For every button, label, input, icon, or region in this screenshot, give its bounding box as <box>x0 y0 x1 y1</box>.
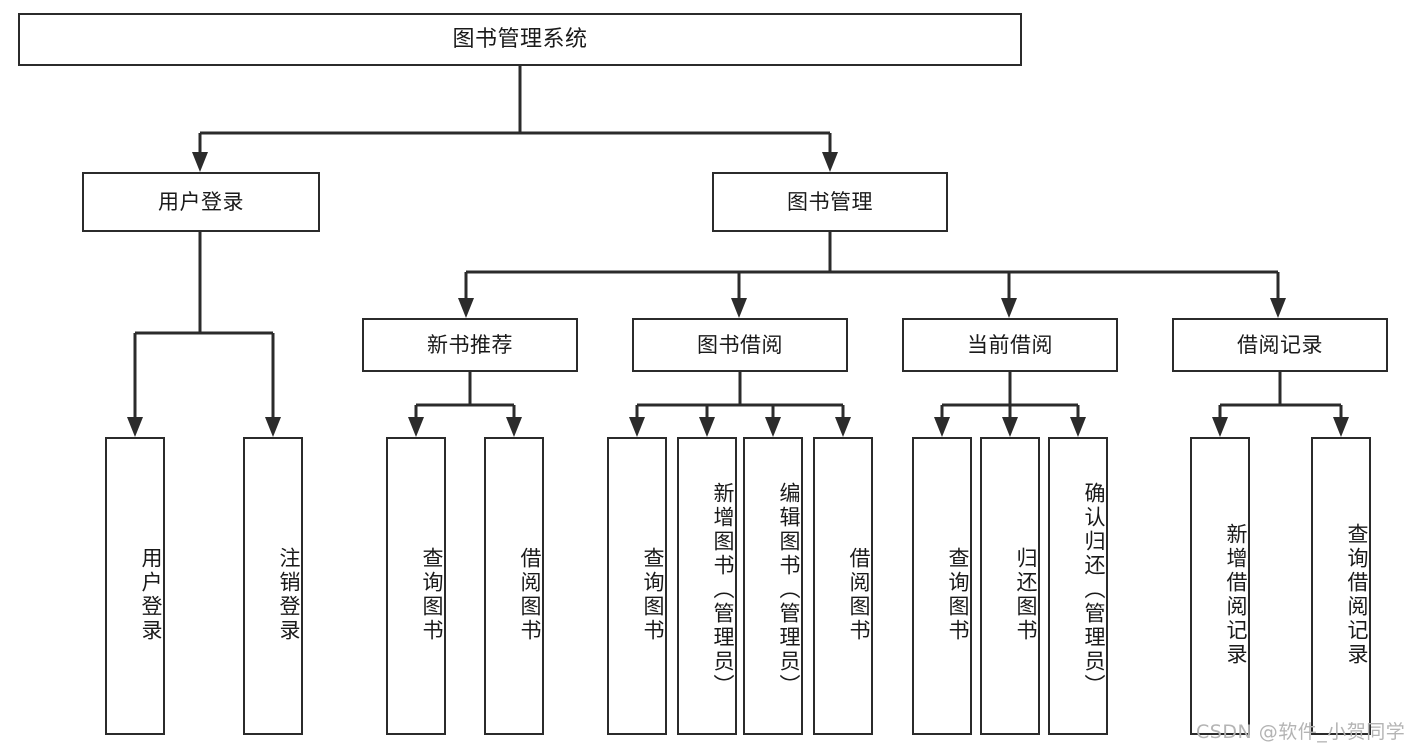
node-user-login: 用户登录 <box>82 172 320 232</box>
node-leaf-cur-query-book: 查询图书 <box>912 437 972 735</box>
arrowhead-icon <box>629 417 645 437</box>
arrowhead-icon <box>458 298 474 318</box>
node-leaf-borrow-query-book: 查询图书 <box>607 437 667 735</box>
arrowhead-icon <box>127 417 143 437</box>
arrowhead-icon <box>1212 417 1228 437</box>
node-label: 图书管理 <box>787 189 873 214</box>
node-label: 用户登录 <box>158 189 244 214</box>
node-label: 查询图书 <box>641 547 665 643</box>
node-label: 新增图书（管理员） <box>711 482 735 698</box>
node-label: 查询图书 <box>946 547 970 643</box>
arrowhead-icon <box>934 417 950 437</box>
node-leaf-borrow-borrow-book: 借阅图书 <box>813 437 873 735</box>
node-leaf-cur-return-book: 归还图书 <box>980 437 1040 735</box>
arrowhead-icon <box>731 298 747 318</box>
node-label: 查询图书 <box>420 547 444 643</box>
node-label: 查询借阅记录 <box>1345 523 1369 667</box>
node-label: 用户登录 <box>139 547 163 643</box>
arrowhead-icon <box>1001 298 1017 318</box>
node-leaf-borrow-add-book: 新增图书（管理员） <box>677 437 737 735</box>
node-leaf-rec-add-record: 新增借阅记录 <box>1190 437 1250 735</box>
node-leaf-borrow-edit-book: 编辑图书（管理员） <box>743 437 803 735</box>
node-label: 注销登录 <box>277 547 301 643</box>
node-label: 图书管理系统 <box>452 26 588 52</box>
node-leaf-rec-query-record: 查询借阅记录 <box>1311 437 1371 735</box>
arrowhead-icon <box>1070 417 1086 437</box>
node-leaf-user-logout: 注销登录 <box>243 437 303 735</box>
node-label: 新书推荐 <box>427 332 513 357</box>
node-root-图书管理系统: 图书管理系统 <box>18 13 1022 66</box>
node-leaf-rec-borrow-book: 借阅图书 <box>484 437 544 735</box>
node-new-book-recommend: 新书推荐 <box>362 318 578 372</box>
node-label: 归还图书 <box>1014 547 1038 643</box>
arrowhead-icon <box>1333 417 1349 437</box>
node-book-borrow: 图书借阅 <box>632 318 848 372</box>
arrowhead-icon <box>822 152 838 172</box>
arrowhead-icon <box>506 417 522 437</box>
node-label: 借阅图书 <box>518 547 542 643</box>
arrowhead-icon <box>408 417 424 437</box>
node-label: 确认归还（管理员） <box>1082 482 1106 698</box>
node-leaf-cur-confirm-return: 确认归还（管理员） <box>1048 437 1108 735</box>
arrowhead-icon <box>765 417 781 437</box>
arrowhead-icon <box>699 417 715 437</box>
arrowhead-icon <box>265 417 281 437</box>
node-label: 新增借阅记录 <box>1224 523 1248 667</box>
node-label: 编辑图书（管理员） <box>777 482 801 698</box>
node-leaf-rec-query-book: 查询图书 <box>386 437 446 735</box>
arrowhead-icon <box>192 152 208 172</box>
node-borrow-record: 借阅记录 <box>1172 318 1388 372</box>
node-leaf-user-login: 用户登录 <box>105 437 165 735</box>
arrowhead-icon <box>835 417 851 437</box>
node-label: 借阅记录 <box>1237 332 1323 357</box>
arrowhead-icon <box>1002 417 1018 437</box>
node-label: 当前借阅 <box>967 332 1053 357</box>
node-book-manage: 图书管理 <box>712 172 948 232</box>
arrowhead-icon <box>1270 298 1286 318</box>
node-label: 借阅图书 <box>847 547 871 643</box>
csdn-watermark: CSDN @软件_小贺同学 <box>1196 721 1405 743</box>
node-current-borrow: 当前借阅 <box>902 318 1118 372</box>
node-label: 图书借阅 <box>697 332 783 357</box>
